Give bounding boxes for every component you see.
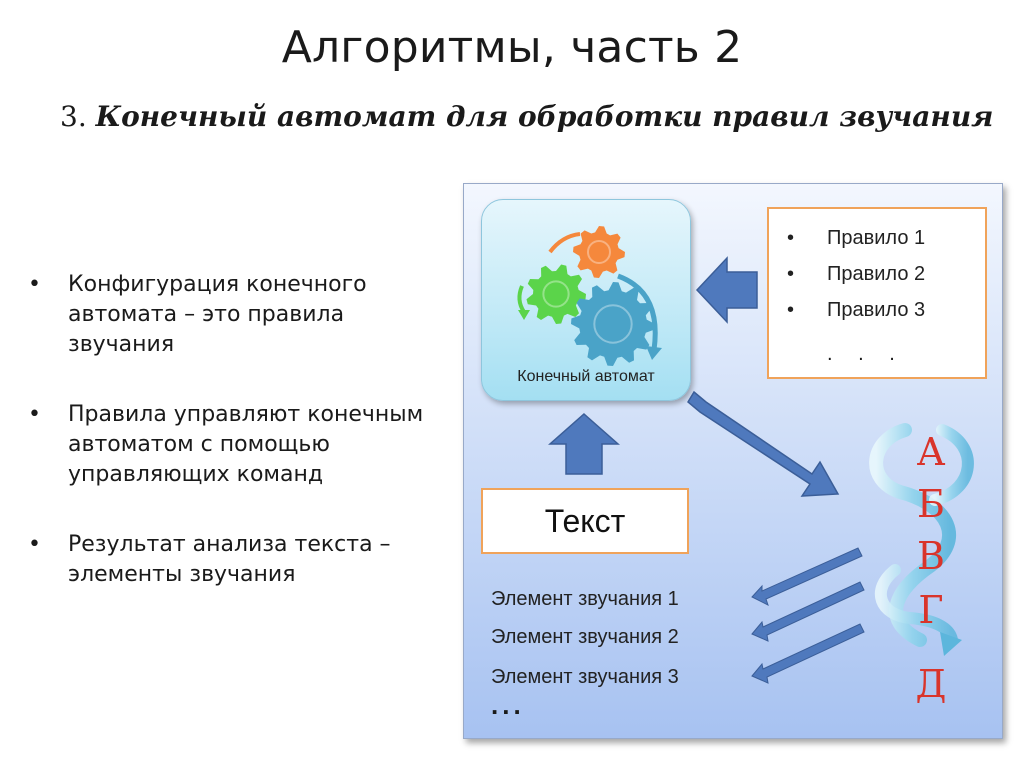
elements-ellipsis: ... bbox=[491, 690, 525, 720]
sound-element-3: Элемент звучания 3 bbox=[491, 666, 679, 688]
arrow-to-element-3 bbox=[751, 623, 865, 684]
ribbon-spiral bbox=[869, 423, 956, 647]
bullet-dot: • bbox=[787, 227, 795, 249]
gear-orange bbox=[573, 226, 625, 278]
page-subtitle: 3. Конечный автомат для обработки правил… bbox=[60, 100, 1000, 133]
rules-box: • Правило 1 • Правило 2 • Правило 3 . . . bbox=[767, 207, 987, 379]
subtitle-number: 3. bbox=[60, 100, 87, 133]
sound-element-2: Элемент звучания 2 bbox=[491, 626, 679, 648]
curved-arrow-orange bbox=[548, 232, 581, 254]
arrow-fsm-to-letters bbox=[687, 390, 840, 497]
bullet-dot: • bbox=[28, 272, 41, 297]
letter-v: В bbox=[917, 534, 945, 578]
bullet-item: • Правила управляют конечным автоматом с… bbox=[28, 400, 448, 490]
bullet-item: • Результат анализа текста – элементы зв… bbox=[28, 530, 448, 590]
gear-hub bbox=[542, 280, 570, 308]
fsm-label: Конечный автомат bbox=[517, 368, 655, 385]
bullet-text: Результат анализа текста – элементы звуч… bbox=[68, 532, 391, 587]
letter-g: Г bbox=[918, 588, 944, 632]
arrow-rules-to-fsm bbox=[695, 256, 758, 324]
ribbon-spiral-top bbox=[929, 424, 974, 506]
gear-blue bbox=[571, 282, 655, 366]
rule-item: • Правило 2 bbox=[787, 263, 925, 286]
bullet-item: • Конфигурация конечного автомата – это … bbox=[28, 270, 448, 360]
bullet-dot: • bbox=[787, 299, 795, 321]
gear-green bbox=[526, 264, 586, 324]
bullet-list: • Конфигурация конечного автомата – это … bbox=[28, 270, 448, 630]
bullet-text: Правила управляют конечным автоматом с п… bbox=[68, 402, 424, 487]
letter-a: А bbox=[916, 430, 946, 474]
arrow-to-element-2 bbox=[751, 581, 865, 642]
subtitle-text: Конечный автомат для обработки правил зв… bbox=[95, 100, 994, 133]
letter-d: Д bbox=[915, 662, 947, 706]
arrowhead-green bbox=[518, 310, 530, 320]
ribbon-arrowhead bbox=[940, 632, 962, 656]
arrowhead-blue bbox=[646, 346, 662, 360]
fsm-card: Конечный автомат bbox=[481, 199, 691, 401]
page-title: Алгоритмы, часть 2 bbox=[281, 22, 743, 73]
arrow-text-to-fsm bbox=[548, 412, 620, 475]
bullet-dot: • bbox=[28, 532, 41, 557]
ribbon-spiral-bottom bbox=[874, 564, 958, 646]
curved-arrow-green bbox=[517, 285, 526, 314]
rule-label: Правило 1 bbox=[827, 227, 926, 249]
sound-element-1: Элемент звучания 1 bbox=[491, 588, 679, 610]
rule-label: Правило 2 bbox=[827, 263, 926, 285]
rule-item: • Правило 3 bbox=[787, 299, 925, 322]
text-box: Текст bbox=[481, 488, 689, 554]
curved-arrow-blue bbox=[617, 273, 658, 351]
arrow-to-element-1 bbox=[751, 547, 863, 606]
bullet-text: Конфигурация конечного автомата – это пр… bbox=[68, 272, 367, 357]
gears-icon bbox=[517, 226, 662, 366]
rule-label: Правило 3 bbox=[827, 299, 926, 321]
gear-hub bbox=[593, 304, 633, 344]
bullet-dot: • bbox=[787, 263, 795, 285]
bullet-dot: • bbox=[28, 402, 41, 427]
rule-item: • Правило 1 bbox=[787, 227, 925, 250]
gear-hub bbox=[587, 240, 611, 264]
letter-b: Б bbox=[917, 482, 945, 526]
rules-ellipsis: . . . bbox=[827, 343, 905, 365]
